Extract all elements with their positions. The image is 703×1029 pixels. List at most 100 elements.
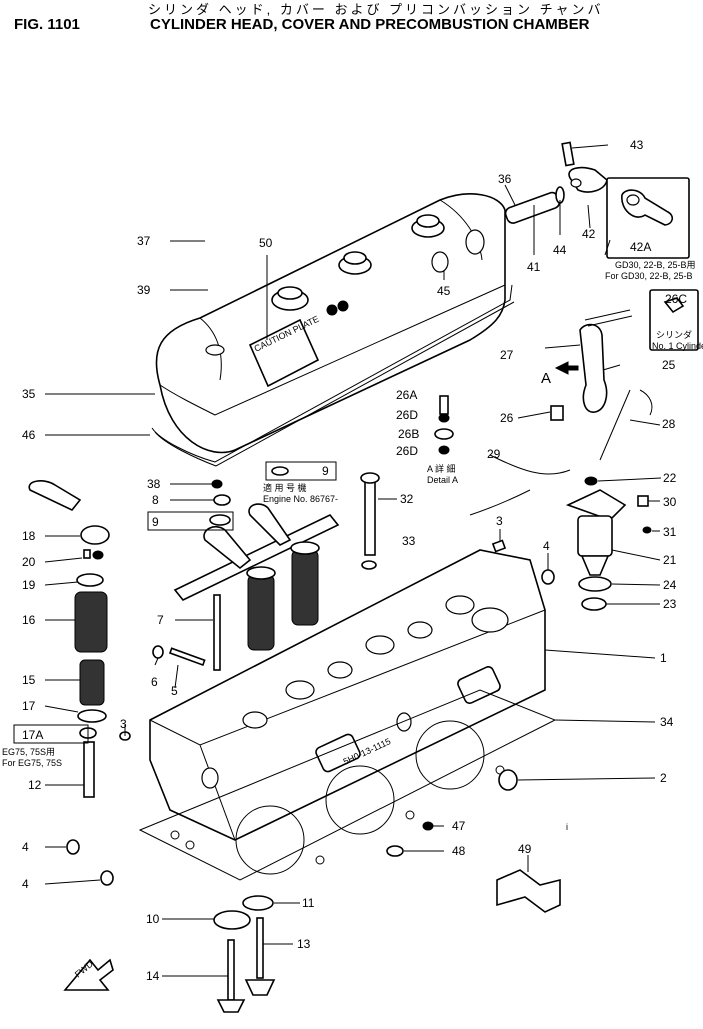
callout-47: 47 bbox=[452, 819, 466, 833]
detail-42a-box bbox=[606, 177, 690, 259]
lower-parts bbox=[213, 769, 561, 1013]
callout-28: 28 bbox=[662, 417, 676, 431]
fwd-arrow: FWD bbox=[63, 958, 114, 991]
fuel-return-hose bbox=[469, 454, 571, 516]
callout-9-mid: 9 bbox=[152, 515, 159, 529]
callout-49: 49 bbox=[518, 842, 532, 856]
oil-filler-cap-3 bbox=[411, 214, 445, 238]
callout-17a: 17A bbox=[22, 728, 43, 742]
note-serial-en: Engine No. 86767- bbox=[263, 494, 338, 504]
callout-7: 7 bbox=[157, 613, 164, 627]
callout-39: 39 bbox=[137, 283, 151, 297]
callout-13: 13 bbox=[297, 937, 311, 951]
callout-42: 42 bbox=[582, 227, 596, 241]
callout-48: 48 bbox=[452, 844, 466, 858]
callout-6: 6 bbox=[151, 675, 158, 689]
callout-4-low2: 4 bbox=[22, 877, 29, 891]
note-detail-a-en: Detail A bbox=[427, 475, 458, 485]
callout-24: 24 bbox=[663, 578, 677, 592]
note-detail-a-jp: A 詳 細 bbox=[427, 463, 456, 474]
left-parts-column bbox=[66, 525, 131, 886]
valve-spring-center-2 bbox=[290, 541, 320, 626]
callout-26: 26 bbox=[500, 411, 514, 425]
cylinder-head: 5H0-13-1115 bbox=[149, 549, 546, 841]
callout-37: 37 bbox=[137, 234, 151, 248]
callout-26d-1: 26D bbox=[396, 408, 418, 422]
diagram-title: CYLINDER HEAD, COVER AND PRECOMBUSTION C… bbox=[150, 16, 590, 33]
callout-33: 33 bbox=[402, 534, 416, 548]
arrow-a: A bbox=[541, 361, 579, 387]
callout-25: 25 bbox=[662, 358, 676, 372]
callout-26b: 26B bbox=[398, 427, 419, 441]
note-serial-jp: 適 用 号 機 bbox=[263, 482, 307, 493]
oil-filler-cap-2 bbox=[338, 251, 372, 275]
callout-35: 35 bbox=[22, 387, 36, 401]
valve-spring-center-1 bbox=[246, 566, 276, 651]
plug-26 bbox=[550, 405, 564, 421]
callout-43: 43 bbox=[630, 138, 644, 152]
callout-10: 10 bbox=[146, 912, 160, 926]
breather-assembly bbox=[504, 141, 608, 224]
callout-8: 8 bbox=[152, 493, 159, 507]
callout-22: 22 bbox=[663, 471, 677, 485]
header-subtitle-jp: シリンダ ヘッド, カバー および プリコンバッション チャンバ bbox=[148, 2, 604, 17]
callout-2: 2 bbox=[660, 771, 667, 785]
rocker-shaft-assembly bbox=[28, 480, 340, 601]
callout-31: 31 bbox=[663, 525, 677, 539]
callout-27: 27 bbox=[500, 348, 514, 362]
callout-12: 12 bbox=[28, 778, 42, 792]
callout-18: 18 bbox=[22, 529, 36, 543]
precombustion-chamber bbox=[565, 476, 652, 611]
callout-numbers: 43 36 37 50 44 42 42A 39 41 45 26C 27 25… bbox=[22, 138, 687, 983]
callout-45: 45 bbox=[437, 284, 451, 298]
note-gd30-jp: GD30, 22-B, 25-B用 bbox=[615, 260, 696, 270]
callout-46: 46 bbox=[22, 428, 36, 442]
callout-1: 1 bbox=[660, 651, 667, 665]
callout-30: 30 bbox=[663, 495, 677, 509]
callout-box-9-mid bbox=[147, 511, 234, 531]
callout-21: 21 bbox=[663, 553, 677, 567]
arrow-a-label: A bbox=[541, 370, 551, 387]
callout-box-17a bbox=[13, 724, 89, 744]
callout-26d-2: 26D bbox=[396, 444, 418, 458]
oil-filler-cap-1 bbox=[271, 286, 309, 311]
callout-36: 36 bbox=[498, 172, 512, 186]
callout-26c: 26C bbox=[665, 292, 687, 306]
note-eg-jp: EG75, 75S用 bbox=[2, 747, 55, 757]
note-cyl-jp: シリンダ bbox=[656, 329, 692, 340]
callout-3-mid: 3 bbox=[120, 717, 127, 731]
callout-box-9-top bbox=[265, 461, 337, 481]
callout-41: 41 bbox=[527, 260, 541, 274]
callout-29: 29 bbox=[487, 447, 501, 461]
callout-4-low1: 4 bbox=[22, 840, 29, 854]
callout-9-top: 9 bbox=[322, 464, 329, 478]
callout-19: 19 bbox=[22, 578, 36, 592]
stray-mark: i bbox=[566, 822, 568, 832]
note-gd30-en: For GD30, 22-B, 25-B bbox=[605, 271, 693, 281]
callout-20: 20 bbox=[22, 555, 36, 569]
callout-23: 23 bbox=[663, 597, 677, 611]
figure-number: FIG. 1101 bbox=[14, 16, 80, 33]
callout-42a: 42A bbox=[630, 240, 651, 254]
injection-nozzle-holder bbox=[544, 309, 633, 413]
note-eg-en: For EG75, 75S bbox=[2, 758, 62, 768]
callout-14: 14 bbox=[146, 969, 160, 983]
detail-26c-box bbox=[649, 289, 699, 351]
callout-11: 11 bbox=[302, 896, 315, 910]
detail-a-parts bbox=[434, 395, 454, 455]
callout-4-top: 4 bbox=[543, 539, 550, 553]
callout-44: 44 bbox=[553, 243, 567, 257]
leak-off-pipe bbox=[599, 389, 653, 461]
callout-5: 5 bbox=[171, 684, 178, 698]
leader-lines bbox=[44, 144, 662, 977]
callout-15: 15 bbox=[22, 673, 36, 687]
callout-17: 17 bbox=[22, 699, 36, 713]
callout-34: 34 bbox=[660, 715, 674, 729]
note-cyl-en: No. 1 Cylinder bbox=[652, 341, 703, 351]
callout-50: 50 bbox=[259, 236, 273, 250]
callout-38: 38 bbox=[147, 477, 161, 491]
callout-3-top: 3 bbox=[496, 514, 503, 528]
callout-16: 16 bbox=[22, 613, 36, 627]
studs-and-bolts bbox=[152, 472, 555, 671]
